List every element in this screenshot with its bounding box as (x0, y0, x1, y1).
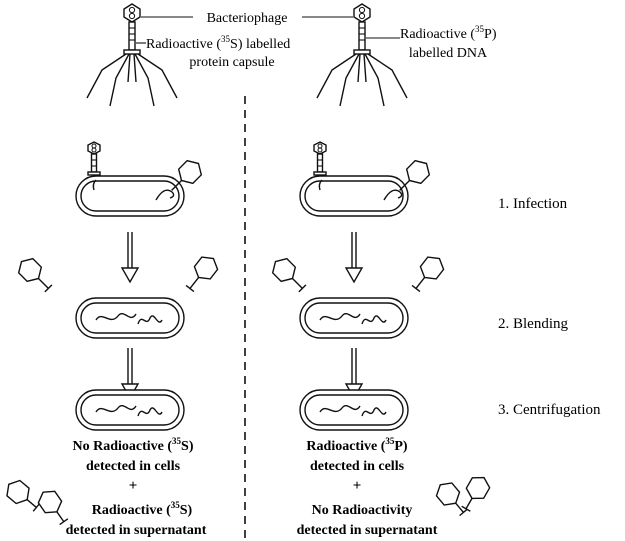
left-plus: + (129, 478, 138, 494)
right-result-line3: No Radioactivity (312, 503, 413, 518)
left-result-line3: Radioactive (35S) (92, 500, 193, 518)
left-centrifuge-cell (76, 390, 184, 430)
right-arrow-1 (346, 232, 362, 282)
right-plus: + (353, 478, 362, 494)
left-arrow-1 (122, 232, 138, 282)
left-capsule-label-line2: protein capsule (189, 55, 274, 70)
bacteriophage-label: Bacteriophage (207, 11, 288, 26)
left-result-line1: No Radioactive (35S) (73, 436, 194, 454)
right-supernatant-ghosts (433, 473, 493, 519)
right-top-phage (317, 4, 407, 106)
left-top-phage (87, 4, 177, 106)
right-blending-cell (268, 252, 447, 338)
right-dna-label-line1: Radioactive (35P) (400, 24, 497, 42)
right-result-line1: Radioactive (35P) (306, 436, 407, 454)
right-infection-cell (300, 142, 434, 216)
left-capsule-label-line1: Radioactive (35S) labelled (146, 34, 290, 52)
step-centrifugation-label: 3. Centrifugation (498, 402, 601, 418)
left-result-line2: detected in cells (86, 459, 181, 474)
step-infection-label: 1. Infection (498, 196, 568, 212)
right-centrifuge-cell (300, 390, 408, 430)
right-result-line2: detected in cells (310, 459, 405, 474)
left-blending-cell (14, 252, 221, 338)
right-result-line4: detected in supernatant (297, 523, 438, 538)
left-result-line4: detected in supernatant (66, 523, 207, 538)
right-dna-label-line2: labelled DNA (409, 46, 488, 61)
left-supernatant-ghosts (2, 477, 72, 528)
left-infection-cell (76, 142, 206, 216)
step-blending-label: 2. Blending (498, 316, 568, 332)
